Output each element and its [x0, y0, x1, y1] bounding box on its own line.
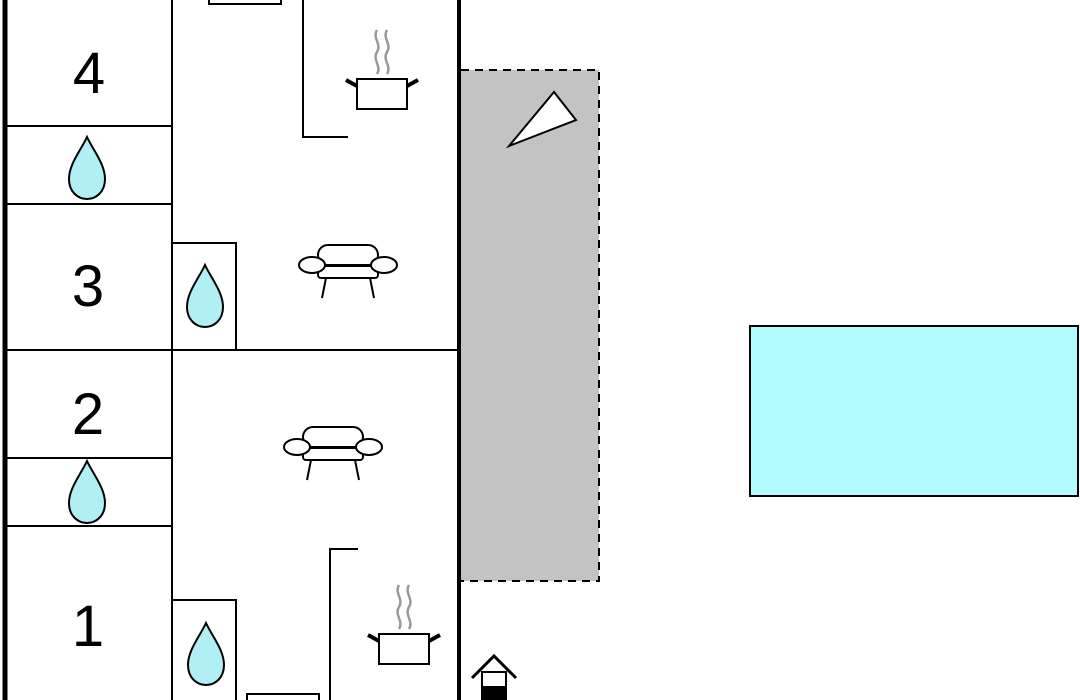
- swimming-pool: [749, 325, 1079, 497]
- room-number-4: 4: [73, 41, 105, 106]
- water-drop-icon: [67, 458, 107, 525]
- bathroom-box-upper: [172, 242, 237, 350]
- water-drop-icon: [185, 262, 225, 329]
- water-drop-icon: [186, 620, 226, 687]
- room-number-1: 1: [72, 594, 104, 659]
- terrace: [461, 70, 599, 581]
- kitchen-partition-lower: [329, 548, 358, 700]
- kitchen-partition-upper: [302, 0, 348, 138]
- cooking-pot-icon: [367, 584, 441, 665]
- wardrobe-bottom: [246, 693, 320, 700]
- terrace-dashed-border: [461, 69, 600, 582]
- wardrobe-top: [208, 0, 282, 5]
- triangle-flag-icon: [505, 90, 578, 149]
- bathroom-box-lower: [172, 599, 237, 700]
- house-entrance-icon: [470, 653, 518, 700]
- sofa-icon: [298, 244, 398, 299]
- room-number-2: 2: [72, 382, 104, 447]
- sofa-icon: [283, 426, 383, 481]
- cooking-pot-icon: [345, 29, 419, 110]
- room-number-3: 3: [72, 254, 104, 319]
- water-drop-icon: [67, 134, 107, 201]
